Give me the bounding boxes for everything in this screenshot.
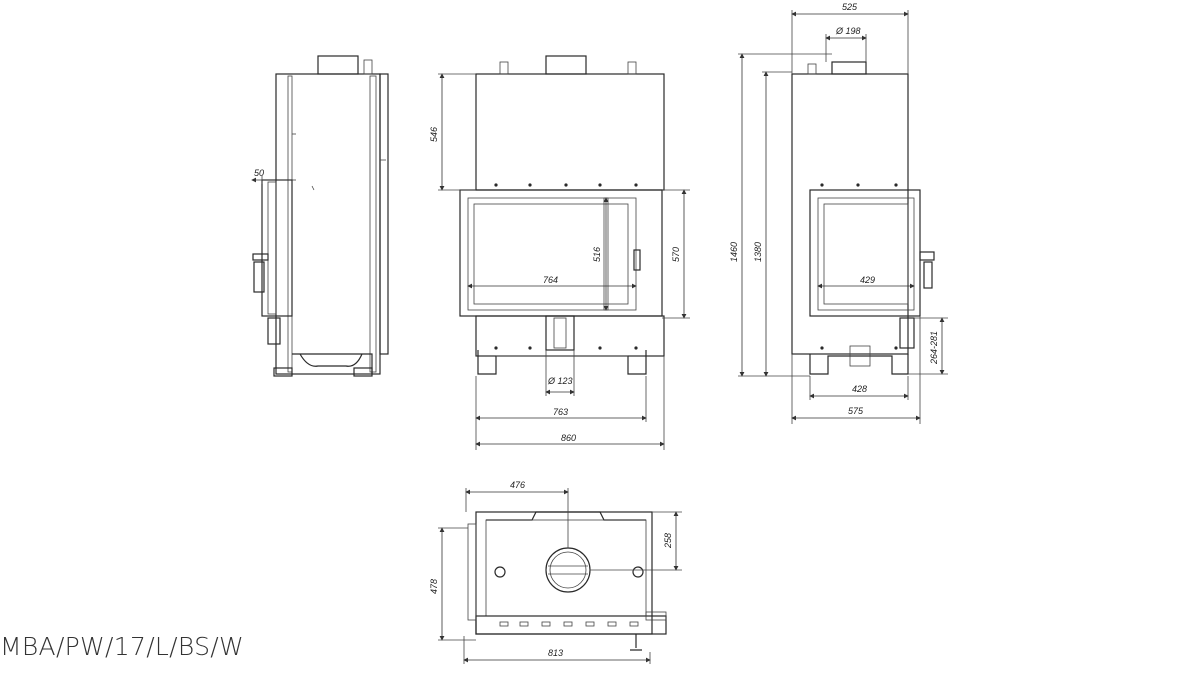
model-code: MBA/PW/17/L/BS/W [0, 632, 245, 661]
dim-top-813: 813 [548, 648, 563, 658]
dim-front-860: 860 [561, 433, 576, 443]
front-bolts [494, 183, 638, 350]
dim-top-478: 478 [429, 579, 439, 594]
dim-right-1380: 1380 [753, 242, 763, 262]
dim-front-flue: Ø 123 [547, 376, 573, 386]
dim-right-525: 525 [842, 2, 858, 12]
dim-right-429: 429 [860, 275, 875, 285]
front-view [438, 55, 690, 450]
dim-front-763: 763 [553, 407, 568, 417]
dim-front-570: 570 [671, 247, 681, 262]
dim-front-764: 764 [543, 275, 558, 285]
dim-right-575: 575 [848, 406, 864, 416]
top-view [438, 488, 682, 664]
side-view [251, 55, 389, 377]
top-slots [499, 621, 639, 627]
dim-top-476: 476 [510, 480, 525, 490]
dim-top-258: 258 [663, 533, 673, 549]
right-bolts [820, 183, 898, 350]
dim-front-516: 516 [592, 247, 602, 262]
dim-right-428: 428 [852, 384, 867, 394]
dim-right-1460: 1460 [729, 242, 739, 262]
dim-right-flue: Ø 198 [835, 26, 861, 36]
dim-front-546: 546 [429, 127, 439, 142]
right-view [738, 10, 948, 424]
dim-right-264-281: 264-281 [929, 331, 939, 365]
dim-side-50: 50 [254, 168, 264, 178]
